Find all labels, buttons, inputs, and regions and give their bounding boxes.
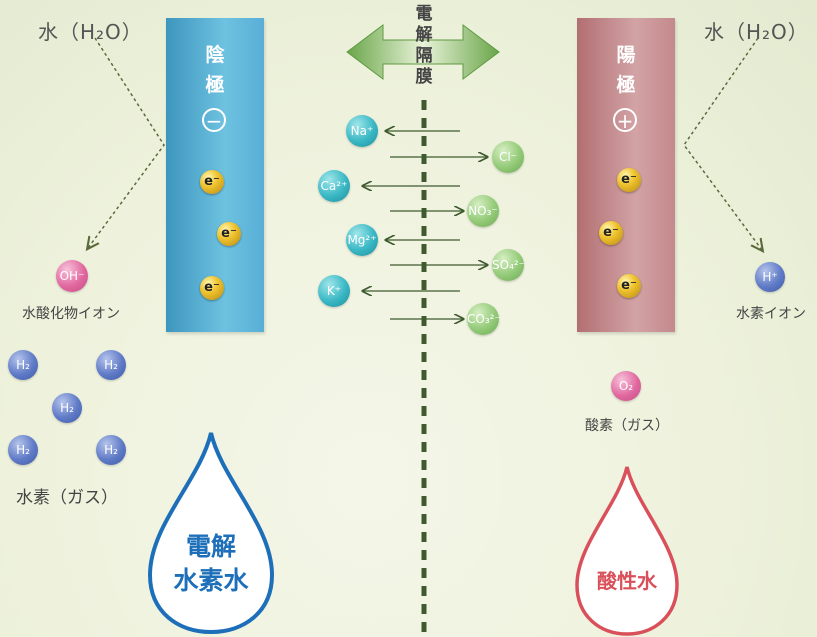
electron: e⁻ (200, 276, 224, 300)
calcium-ion: Ca²⁺ (318, 170, 350, 202)
anode-char: 陽 (616, 44, 636, 66)
oxygen-molecule: O₂ (611, 371, 641, 401)
hydrogen-water-line1: 電解 (185, 532, 236, 561)
electron: e⁻ (599, 221, 623, 245)
hydrogen-molecule: H₂ (8, 435, 38, 465)
membrane-char: 隔 (415, 46, 433, 66)
acidic-water-text: 酸性水 (597, 569, 657, 593)
cathode-char: 極 (205, 74, 225, 96)
electron: e⁻ (200, 170, 224, 194)
hydrogen-ion-label: 水素イオン (736, 306, 806, 322)
membrane-char: 膜 (415, 67, 433, 87)
electron: e⁻ (217, 222, 241, 246)
cathode-electrode: 陰 極 − e⁻ e⁻ e⁻ (166, 18, 264, 332)
anode-title: 陽 極 (577, 40, 675, 100)
hydrogen-water-drop (147, 432, 275, 635)
hydrogen-molecule: H₂ (96, 435, 126, 465)
hydrogen-molecule: H₂ (96, 350, 126, 380)
hydrogen-ion: H⁺ (755, 262, 785, 292)
hydroxide-ion: OH⁻ (56, 260, 88, 292)
hydrogen-water-line2: 水素水 (173, 566, 249, 595)
acidic-water-drop (575, 466, 679, 636)
electron: e⁻ (617, 168, 641, 192)
nitrate-ion: NO₃⁻ (467, 195, 499, 227)
sodium-ion: Na⁺ (346, 115, 378, 147)
anode-char: 極 (616, 74, 636, 96)
water-label-left: 水（H₂O） (38, 20, 143, 44)
cathode-title: 陰 極 (166, 40, 264, 100)
oxygen-gas-label: 酸素（ガス） (585, 418, 669, 434)
water-right-arrow (683, 37, 762, 250)
potassium-ion: K⁺ (318, 275, 350, 307)
hydrogen-gas-label: 水素（ガス） (16, 488, 118, 508)
hydrogen-molecule: H₂ (52, 393, 82, 423)
double-arrow (346, 24, 500, 80)
minus-sign-icon: − (202, 108, 226, 132)
anode-electrode: 陽 極 + e⁻ e⁻ e⁻ (577, 18, 675, 332)
carbonate-ion: CO₃²⁻ (467, 303, 501, 335)
membrane-char: 電 (415, 4, 433, 24)
hydroxide-label: 水酸化物イオン (22, 306, 120, 322)
membrane-label: 電 解 隔 膜 (411, 4, 437, 88)
chloride-ion: Cl⁻ (492, 141, 524, 173)
hydrogen-molecule: H₂ (8, 350, 38, 380)
water-left-arrow (88, 37, 165, 248)
cathode-char: 陰 (205, 44, 225, 66)
sulfate-ion: SO₄²⁻ (492, 249, 525, 281)
membrane-char: 解 (415, 25, 433, 45)
hydrogen-water-text: 電解 水素水 (161, 530, 261, 598)
plus-sign-icon: + (613, 108, 637, 132)
electron: e⁻ (617, 274, 641, 298)
magnesium-ion: Mg²⁺ (346, 224, 378, 256)
